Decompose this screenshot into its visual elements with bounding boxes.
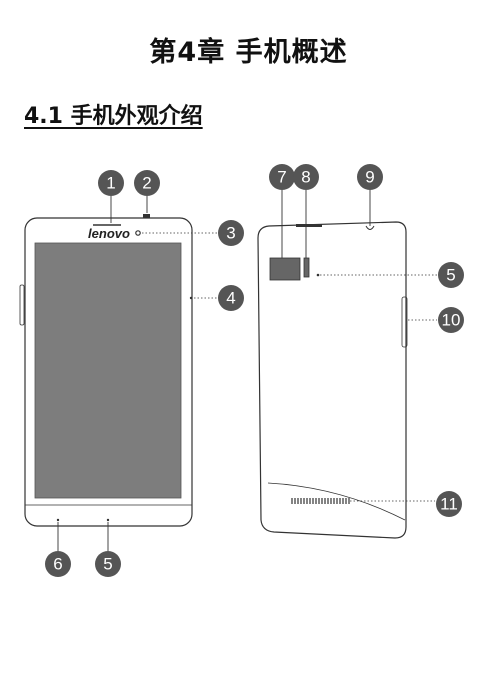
rear-camera-module	[269, 257, 301, 281]
callout-6: 6	[45, 551, 71, 577]
back-volume-key	[401, 296, 408, 348]
front-body-outline	[24, 217, 193, 527]
callout-8: 8	[293, 164, 319, 190]
svg-text:4: 4	[226, 289, 235, 308]
back-body-outline	[257, 221, 407, 539]
svg-text:2: 2	[142, 174, 151, 193]
callout-5-bottom: 5	[95, 551, 121, 577]
power-key	[143, 214, 150, 218]
front-camera-icon	[135, 230, 141, 236]
svg-text:11: 11	[440, 495, 458, 514]
callout-7: 7	[269, 164, 295, 190]
brand-logo-text: lenovo	[88, 226, 130, 241]
svg-text:3: 3	[226, 224, 235, 243]
side-hole	[189, 296, 193, 300]
svg-text:10: 10	[442, 311, 461, 330]
usb-port	[365, 225, 375, 230]
back-lower-contour	[267, 482, 406, 521]
rear-flash	[303, 257, 310, 278]
back-view	[257, 190, 437, 539]
chapter-title: 第4章 手机概述	[149, 37, 348, 68]
microphone-hole	[106, 518, 110, 522]
svg-text:1: 1	[106, 174, 115, 193]
callout-10: 10	[438, 307, 464, 333]
callout-4: 4	[218, 285, 244, 311]
svg-text:6: 6	[53, 555, 62, 574]
callout-3: 3	[218, 220, 244, 246]
callout-11: 11	[436, 491, 462, 517]
section-title: 4.1 手机外观介绍	[24, 104, 203, 129]
callout-9: 9	[357, 164, 383, 190]
back-power-key	[296, 224, 322, 227]
front-screen	[34, 242, 182, 499]
volume-key	[19, 284, 25, 326]
back-microphone-hole	[316, 273, 320, 277]
front-view	[19, 196, 218, 551]
svg-text:5: 5	[103, 555, 112, 574]
callout-2: 2	[134, 170, 160, 196]
svg-text:5: 5	[446, 266, 455, 285]
svg-text:7: 7	[277, 168, 286, 187]
svg-text:8: 8	[301, 168, 310, 187]
callout-1: 1	[98, 170, 124, 196]
callout-5-back: 5	[438, 262, 464, 288]
speaker-grille	[291, 498, 350, 504]
headset-jack	[56, 518, 60, 522]
svg-text:9: 9	[365, 168, 374, 187]
